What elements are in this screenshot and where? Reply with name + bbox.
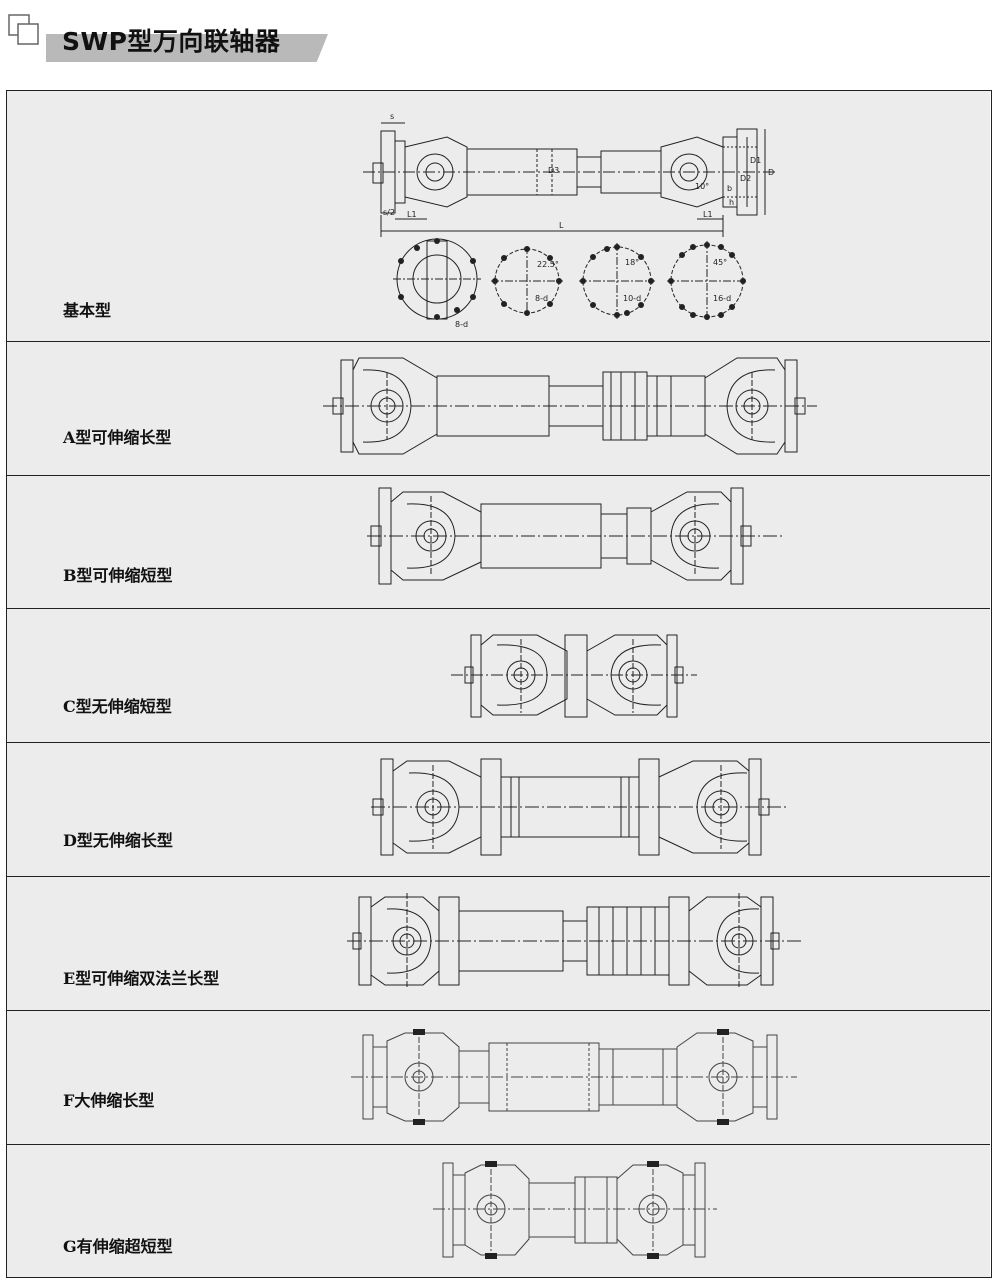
coupling-type-table: s L L1 L1 s/2 D D1 D2 D3 b h 10° 8-d 8-d… [6, 90, 992, 1278]
row-label-type-d: D型无伸缩长型 [63, 831, 173, 850]
dim-s: s [390, 112, 394, 121]
dim-L1-right: L1 [703, 210, 713, 219]
row-label-type-e: E型可伸缩双法兰长型 [63, 969, 220, 988]
type-a-drawing [7, 342, 990, 476]
dim-bolt-8b: 8-d [535, 294, 548, 303]
row-type-f: F大伸缩长型 [7, 1011, 990, 1145]
type-c-drawing [7, 609, 990, 743]
row-type-d: D型无伸缩长型 [7, 743, 990, 877]
dim-bolt-10: 10-d [623, 294, 641, 303]
row-type-g: G有伸缩超短型 [7, 1145, 990, 1277]
row-label-basic: 基本型 [63, 301, 112, 320]
row-type-e: E型可伸缩双法兰长型 [7, 877, 990, 1011]
dim-s2: s/2 [383, 208, 395, 217]
type-d-drawing [7, 743, 990, 877]
dim-ang-18: 18° [625, 258, 639, 267]
row-type-a: A型可伸缩长型 [7, 342, 990, 476]
dim-bolt-16: 16-d [713, 294, 731, 303]
dim-bolt-8: 8-d [455, 320, 468, 329]
dim-angle: 10° [695, 182, 709, 191]
dim-ang-22: 22.5° [537, 260, 559, 269]
page-title: SWP型万向联轴器 [62, 27, 281, 56]
dim-L1-left: L1 [407, 210, 417, 219]
type-b-drawing [7, 476, 990, 609]
page-header: SWP型万向联轴器 [0, 0, 1000, 80]
dim-D1: D1 [750, 156, 761, 165]
type-e-drawing [7, 877, 990, 1011]
dim-ang-45: 45° [713, 258, 727, 267]
row-label-type-a: A型可伸缩长型 [63, 428, 172, 447]
dim-h: h [729, 198, 734, 207]
squares-icon [8, 14, 48, 50]
dim-D3: D3 [548, 166, 559, 175]
dim-D2: D2 [740, 174, 751, 183]
row-label-type-f: F大伸缩长型 [63, 1091, 155, 1110]
dim-L: L [559, 221, 564, 230]
row-type-c: C型无伸缩短型 [7, 609, 990, 743]
row-type-b: B型可伸缩短型 [7, 476, 990, 609]
row-label-type-g: G有伸缩超短型 [63, 1237, 173, 1256]
row-basic: s L L1 L1 s/2 D D1 D2 D3 b h 10° 8-d 8-d… [7, 91, 990, 342]
type-g-drawing [7, 1161, 990, 1259]
row-label-type-c: C型无伸缩短型 [63, 697, 172, 716]
basic-type-drawing: s L L1 L1 s/2 D D1 D2 D3 b h 10° 8-d 8-d… [7, 112, 990, 329]
dim-b: b [727, 184, 732, 193]
title-bar [46, 34, 328, 62]
dim-D: D [768, 168, 774, 177]
row-label-type-b: B型可伸缩短型 [63, 566, 173, 585]
type-f-drawing [7, 1029, 990, 1125]
